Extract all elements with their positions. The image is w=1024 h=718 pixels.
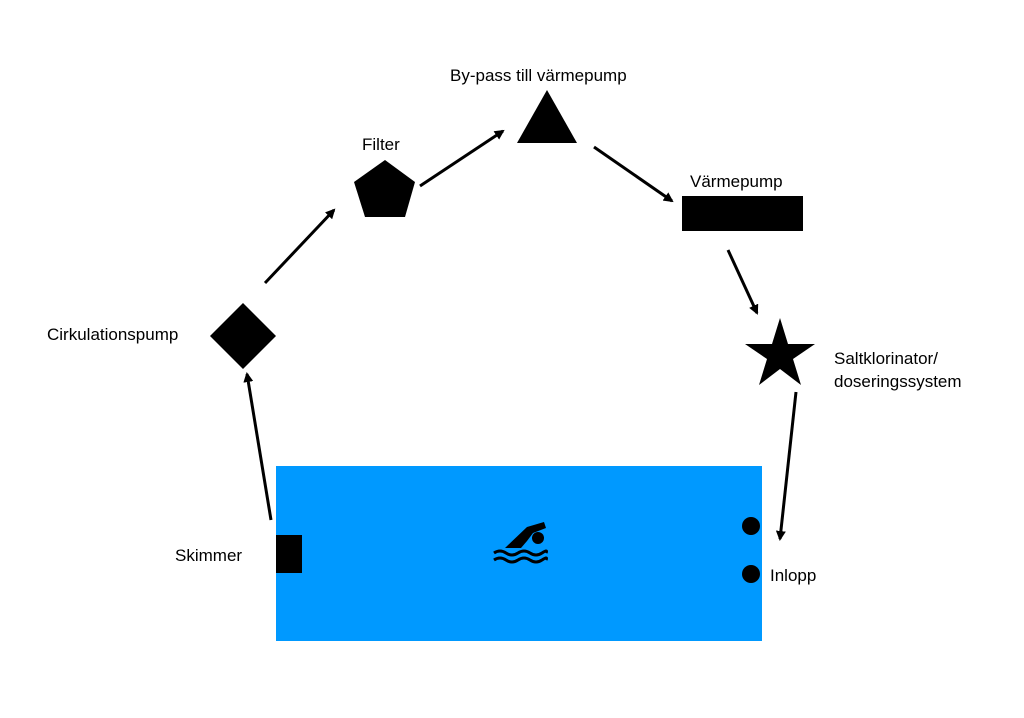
diamond-icon <box>210 303 276 369</box>
arrow-heatpump-to-chlorinator <box>726 249 759 315</box>
triangle-icon <box>517 90 577 143</box>
arrow-skimmer-to-pump <box>243 372 273 521</box>
label-varmepump: Värmepump <box>690 172 783 191</box>
label-saltklorinator-line2: doseringssystem <box>834 372 962 391</box>
pentagon-icon <box>354 160 415 217</box>
rectangle-icon <box>682 196 803 231</box>
label-cirkulationspump: Cirkulationspump <box>47 325 178 344</box>
inlet-circle-upper <box>742 517 760 535</box>
swimmer-icon <box>493 522 548 564</box>
label-bypass: By-pass till värmepump <box>450 66 627 85</box>
inlet-circle-lower <box>742 565 760 583</box>
label-saltklorinator-line1: Saltklorinator/ <box>834 349 938 368</box>
flow-arrows <box>243 129 798 541</box>
arrow-filter-to-bypass <box>419 129 505 188</box>
arrow-pump-to-filter <box>263 208 336 285</box>
label-skimmer: Skimmer <box>175 546 242 565</box>
arrow-bypass-to-heatpump <box>593 145 674 203</box>
label-inlopp: Inlopp <box>770 566 816 585</box>
star-icon <box>745 318 815 385</box>
skimmer-square <box>276 535 302 573</box>
arrow-chlorinator-to-inlet <box>775 391 798 541</box>
label-filter: Filter <box>362 135 400 154</box>
